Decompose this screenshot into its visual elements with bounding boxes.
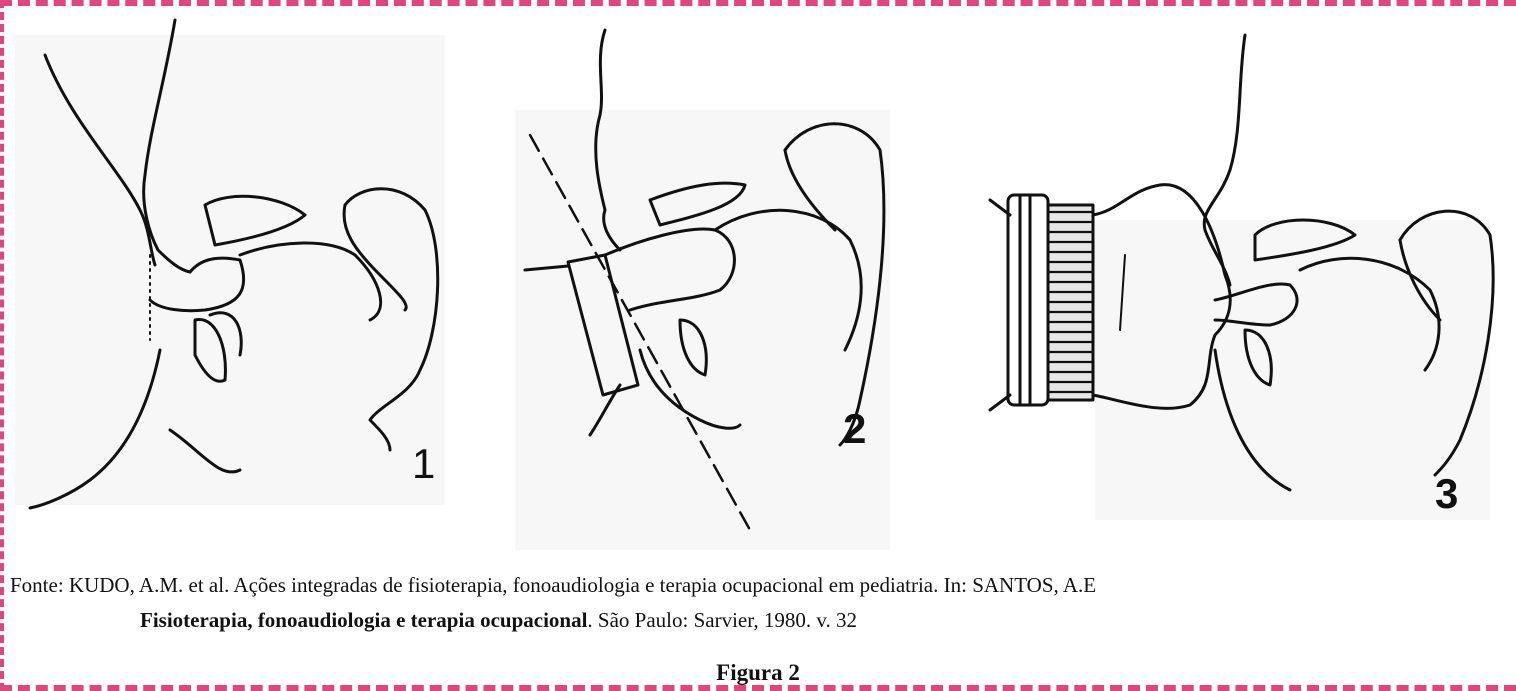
panel-2-feeding-drawing [515, 30, 890, 550]
book-title: Fisioterapia, fonoaudiologia e terapia o… [140, 608, 587, 632]
panel-1-number: 1 [412, 440, 435, 487]
panel-3-number: 3 [1435, 470, 1458, 517]
source-citation: Fonte: KUDO, A.M. et al. Ações integrada… [10, 573, 1096, 598]
panel-3-bottle-feeding-drawing [990, 35, 1493, 520]
figure-label: Figura 2 [0, 660, 1516, 686]
source-citation-continued: Fisioterapia, fonoaudiologia e terapia o… [140, 608, 857, 633]
panel-2-number: 2 [843, 405, 866, 452]
feeding-illustrations: 1 2 [0, 0, 1516, 560]
panel-1-breastfeeding-drawing [15, 20, 445, 508]
publication-details: . São Paulo: Sarvier, 1980. v. 32 [587, 608, 857, 632]
